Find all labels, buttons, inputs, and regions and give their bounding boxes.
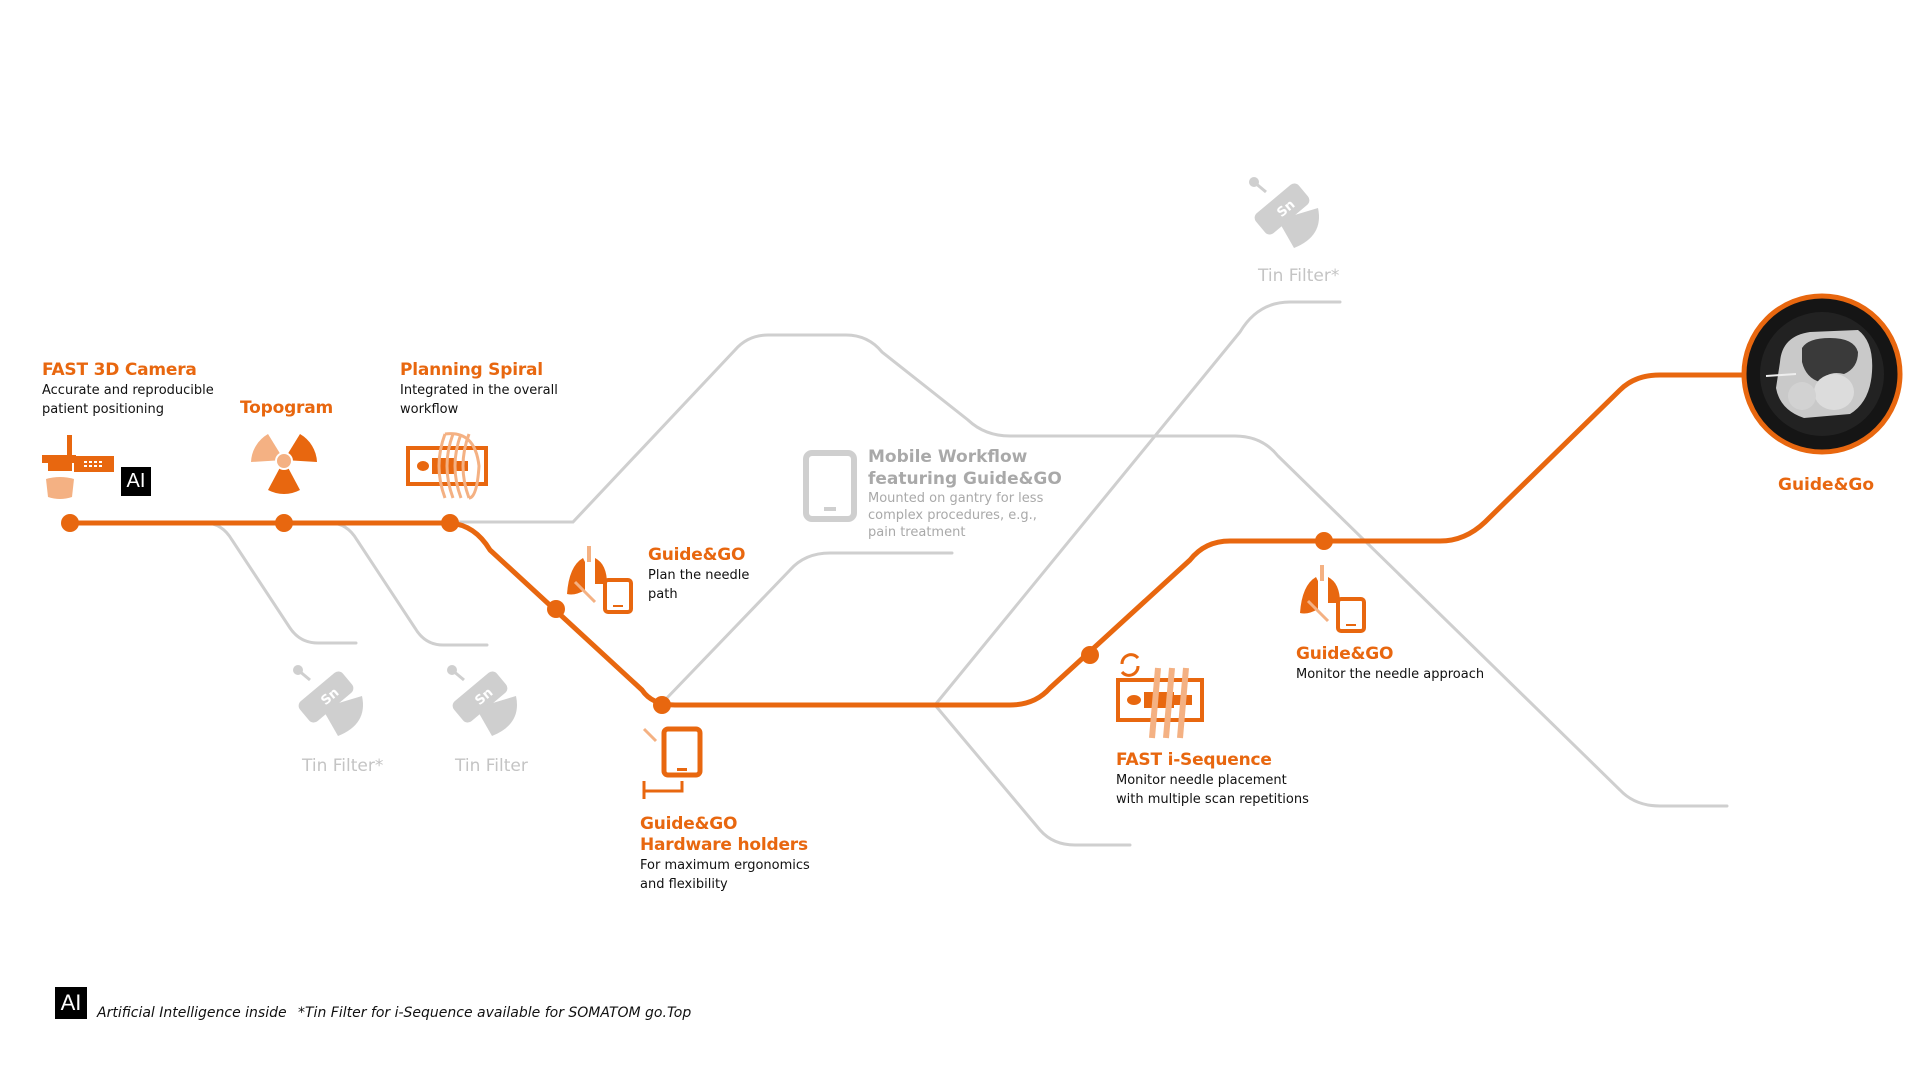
step-desc-line2: and flexibility <box>640 877 728 892</box>
step-title: FAST i-Sequence <box>1116 750 1272 770</box>
lungs-tablet-icon <box>1300 565 1366 633</box>
optional-tin-filter-2: Tin Filter <box>455 756 528 776</box>
footer-ai-badge: AI <box>55 987 87 1019</box>
step-desc-line2: path <box>648 587 678 602</box>
tablet-holder-icon <box>642 726 703 799</box>
step-planning-spiral: Planning Spiral Integrated in the overal… <box>400 360 558 419</box>
footer-ai-note: Artificial Intelligence inside <box>97 1005 287 1021</box>
step-title: Guide&GO <box>1296 644 1394 664</box>
step-desc-line1: Accurate and reproducible <box>42 383 214 398</box>
optional-tin-filter-1: Tin Filter* <box>302 756 384 776</box>
step-title: Planning Spiral <box>400 360 543 380</box>
optional-desc-line1: Mounted on gantry for less <box>868 491 1044 506</box>
optional-mobile-workflow: Mobile Workflow featuring Guide&GO Mount… <box>868 446 1062 541</box>
spiral-scan-icon <box>406 432 488 500</box>
step-guide-go-monitor: Guide&GO Monitor the needle approach <box>1296 644 1484 684</box>
tin-filter-icon: Sn <box>447 665 517 736</box>
step-desc-line2: workflow <box>400 402 459 417</box>
sequence-scan-icon <box>1116 653 1204 739</box>
optional-title-line1: Mobile Workflow <box>868 447 1028 467</box>
step-desc-line1: Monitor the needle approach <box>1296 667 1485 682</box>
step-desc-line2: patient positioning <box>42 402 164 417</box>
step-desc-line2: with multiple scan repetitions <box>1116 792 1309 807</box>
ct-scan-image <box>1741 293 1903 455</box>
step-title: FAST 3D Camera <box>42 360 197 380</box>
radiation-icon <box>251 434 317 494</box>
step-desc-line1: For maximum ergonomics <box>640 858 810 873</box>
step-topogram: Topogram <box>240 398 333 419</box>
optional-desc-line2: complex procedures, e.g., <box>868 508 1037 523</box>
step-desc-line1: Integrated in the overall <box>400 383 558 398</box>
step-guide-go-plan: Guide&GO Plan the needle path <box>648 545 749 604</box>
step-guide-go-final: Guide&Go <box>1778 475 1875 495</box>
tablet-icon <box>803 450 857 522</box>
step-title: Topogram <box>240 398 334 418</box>
step-title-line1: Guide&GO <box>640 814 738 834</box>
step-guide-go-hardware: Guide&GO Hardware holders For maximum er… <box>640 814 810 894</box>
step-fast-3d-camera: FAST 3D Camera Accurate and reproducible… <box>42 360 214 419</box>
footer-tin-note: *Tin Filter for i-Sequence available for… <box>298 1005 692 1021</box>
optional-title-line2: featuring Guide&GO <box>868 469 1062 489</box>
optional-tin-filter-3: Tin Filter* <box>1258 266 1340 286</box>
step-desc-line1: Monitor needle placement <box>1116 773 1287 788</box>
step-desc-line1: Plan the needle <box>648 568 750 583</box>
tin-filter-icon: Sn <box>1249 177 1319 248</box>
step-fast-i-sequence: FAST i-Sequence Monitor needle placement… <box>1116 750 1309 809</box>
camera-icon <box>42 435 114 499</box>
ai-badge: AI <box>121 467 151 496</box>
optional-desc-line3: pain treatment <box>868 525 966 540</box>
step-title-line2: Hardware holders <box>640 835 808 855</box>
lungs-tablet-icon <box>567 546 633 614</box>
step-title: Guide&GO <box>648 545 746 565</box>
tin-filter-icon: Sn <box>293 665 363 736</box>
